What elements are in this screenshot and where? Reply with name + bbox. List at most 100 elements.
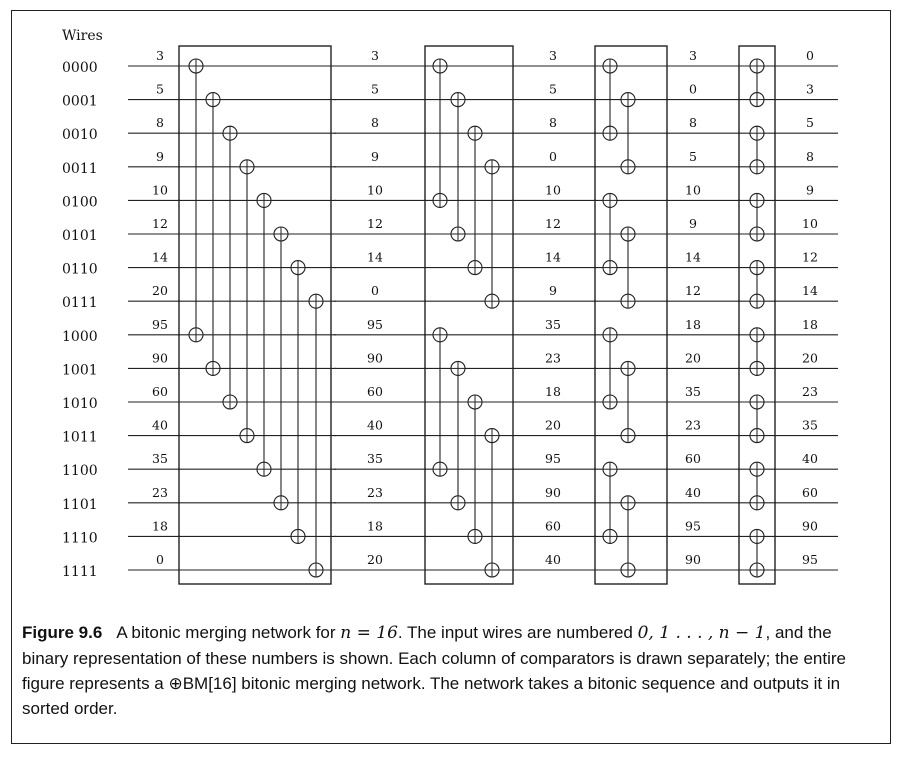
comparator-node-s4-5 [749, 226, 765, 242]
comparator-node-s1-7 [308, 293, 324, 309]
wire-label-8: 1000 [62, 329, 98, 345]
comparator-node-s4-4 [749, 192, 765, 208]
value-c3-r9: 20 [685, 350, 701, 365]
value-c1-r11: 40 [367, 418, 383, 433]
value-c0-r14: 18 [152, 518, 168, 533]
value-c3-r7: 12 [685, 283, 701, 298]
comparator-node-s1-14 [290, 528, 306, 544]
comparator-node-s1-1 [205, 92, 221, 108]
value-c2-r2: 8 [549, 115, 557, 130]
comparator-node-s2-8 [432, 327, 448, 343]
comparator-node-s3-6 [602, 260, 618, 276]
value-c2-r15: 40 [545, 552, 561, 567]
comparator-node-s2-14 [467, 528, 483, 544]
stage-box-4 [738, 45, 776, 585]
wire-label-12: 1100 [62, 463, 98, 479]
value-c0-r8: 95 [152, 317, 168, 332]
bitonic-merging-network: Wires 0000000100100011010001010110011110… [62, 28, 838, 585]
comparator-node-s1-11 [239, 428, 255, 444]
value-c4-r0: 0 [806, 48, 814, 63]
value-c0-r13: 23 [152, 485, 168, 500]
value-c2-r14: 60 [545, 518, 561, 533]
comparator-node-s4-9 [749, 360, 765, 376]
comparator-node-s3-3 [620, 159, 636, 175]
comparator-node-s3-1 [620, 92, 636, 108]
value-c0-r2: 8 [156, 115, 164, 130]
value-c3-r15: 90 [685, 552, 701, 567]
value-c2-r12: 95 [545, 451, 561, 466]
wire-label-2: 0010 [62, 127, 98, 143]
comparator-node-s4-2 [749, 125, 765, 141]
wire-label-6: 0110 [62, 262, 98, 278]
comparator-node-s4-7 [749, 293, 765, 309]
stage-box-3 [594, 45, 668, 585]
value-c3-r12: 60 [685, 451, 701, 466]
comparator-node-s1-6 [290, 260, 306, 276]
comparator-node-s2-3 [484, 159, 500, 175]
comparators-layer [188, 58, 765, 578]
value-c2-r13: 90 [545, 485, 561, 500]
value-c4-r2: 5 [806, 115, 814, 130]
comparator-node-s1-4 [256, 192, 272, 208]
wire-label-4: 0100 [62, 194, 98, 210]
value-c2-r6: 14 [545, 250, 561, 265]
value-c4-r5: 10 [802, 216, 818, 231]
value-c1-r14: 18 [367, 518, 383, 533]
value-c0-r6: 14 [152, 250, 168, 265]
value-c4-r15: 95 [802, 552, 818, 567]
comparator-node-s1-3 [239, 159, 255, 175]
comparator-node-s1-8 [188, 327, 204, 343]
value-c1-r2: 8 [371, 115, 379, 130]
wire-label-3: 0011 [62, 161, 98, 177]
value-c2-r7: 9 [549, 283, 557, 298]
value-c1-r6: 14 [367, 250, 383, 265]
comparator-node-s3-10 [602, 394, 618, 410]
comparator-node-s2-1 [450, 92, 466, 108]
value-c4-r4: 9 [806, 182, 814, 197]
caption-math-1: n = 16 [340, 623, 398, 643]
value-c1-r13: 23 [367, 485, 383, 500]
comparator-node-s3-12 [602, 461, 618, 477]
comparator-node-s3-4 [602, 192, 618, 208]
value-c4-r6: 12 [802, 250, 818, 265]
comparator-node-s3-11 [620, 428, 636, 444]
value-c4-r11: 35 [802, 418, 818, 433]
caption-math-2: 0, 1 . . . , n − 1 [637, 623, 766, 643]
caption-text-1: A bitonic merging network for [116, 623, 341, 642]
value-c3-r13: 40 [685, 485, 701, 500]
value-c3-r2: 8 [689, 115, 697, 130]
comparator-node-s2-13 [450, 495, 466, 511]
value-c4-r14: 90 [802, 518, 818, 533]
comparator-node-s4-14 [749, 528, 765, 544]
comparator-node-s3-0 [602, 58, 618, 74]
value-c3-r10: 35 [685, 384, 701, 399]
comparator-node-s3-7 [620, 293, 636, 309]
value-c0-r12: 35 [152, 451, 168, 466]
wire-label-0: 0000 [62, 60, 98, 76]
comparator-node-s2-11 [484, 428, 500, 444]
value-c3-r8: 18 [685, 317, 701, 332]
value-c2-r0: 3 [549, 48, 557, 63]
value-c4-r7: 14 [802, 283, 818, 298]
value-c0-r15: 0 [156, 552, 164, 567]
figure-label: Figure 9.6 [22, 623, 103, 642]
value-c4-r3: 8 [806, 149, 814, 164]
value-c0-r0: 3 [156, 48, 164, 63]
value-c2-r10: 18 [545, 384, 561, 399]
comparator-node-s2-9 [450, 360, 466, 376]
value-c2-r5: 12 [545, 216, 561, 231]
value-c1-r8: 95 [367, 317, 383, 332]
value-c0-r11: 40 [152, 418, 168, 433]
value-c1-r3: 9 [371, 149, 379, 164]
wire-label-10: 1010 [62, 396, 98, 412]
comparator-node-s1-10 [222, 394, 238, 410]
value-c2-r1: 5 [549, 82, 557, 97]
value-c2-r4: 10 [545, 182, 561, 197]
value-c2-r8: 35 [545, 317, 561, 332]
value-c3-r5: 9 [689, 216, 697, 231]
value-c0-r9: 90 [152, 350, 168, 365]
comparator-node-s2-2 [467, 125, 483, 141]
value-c1-r0: 3 [371, 48, 379, 63]
wires-layer [128, 65, 838, 571]
